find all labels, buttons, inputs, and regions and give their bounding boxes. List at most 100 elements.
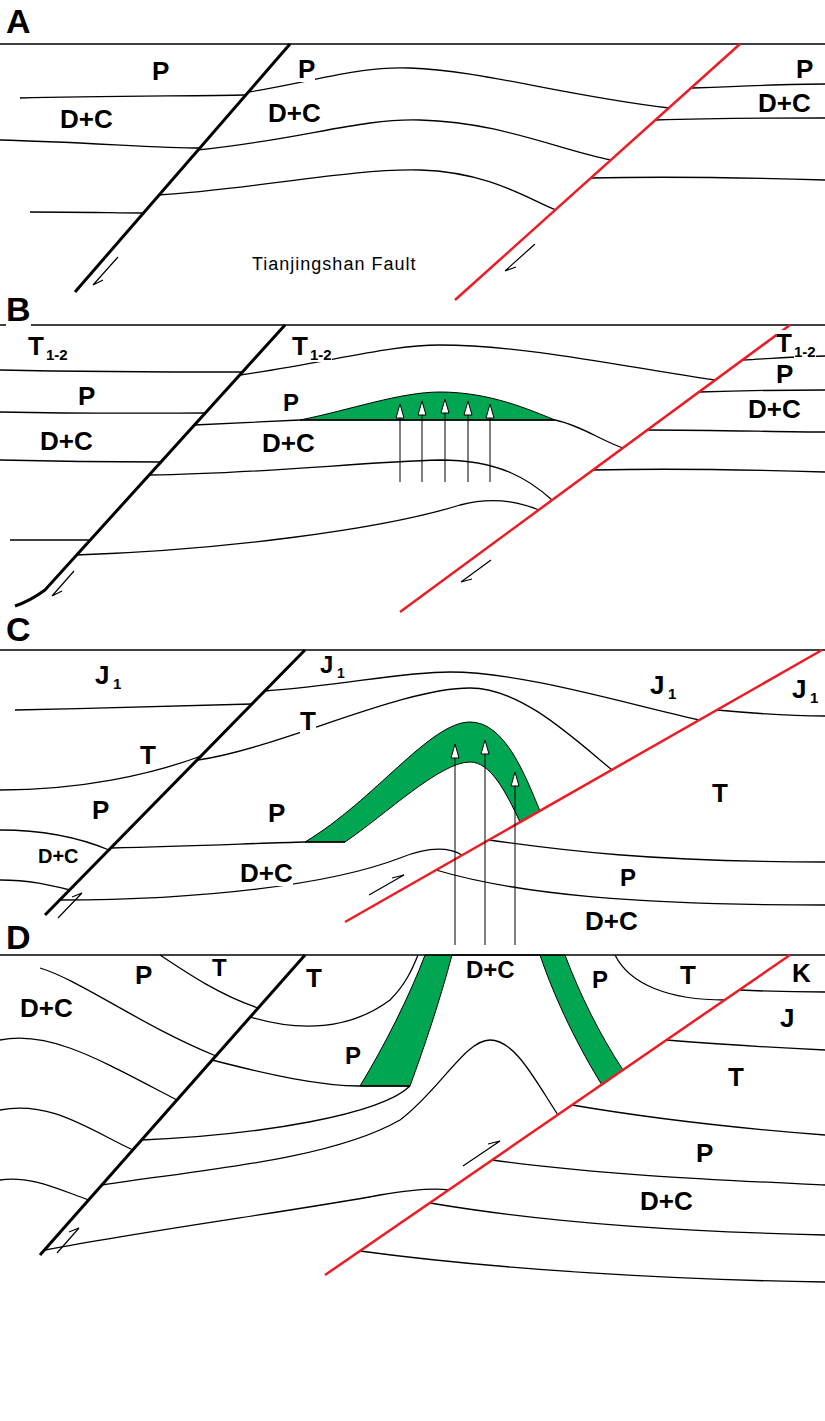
horizon-line xyxy=(111,842,345,848)
stratum-label: P xyxy=(345,1044,361,1068)
stratum-subscript: 1-2 xyxy=(794,344,816,359)
stratum-label: D+C xyxy=(38,846,79,866)
stratum-label: P xyxy=(696,1140,713,1166)
stratum-label: T xyxy=(300,708,316,734)
stratum-label: D+C xyxy=(60,106,113,132)
stratum-label: P xyxy=(796,56,813,82)
migration-arrow-shaft xyxy=(515,785,516,945)
horizon-line xyxy=(0,1179,89,1200)
stratum-label: D+C xyxy=(758,90,811,116)
stratum-label: T xyxy=(306,965,322,991)
stratum-label: T xyxy=(292,333,308,359)
migration-arrow-head xyxy=(481,740,489,754)
horizon-line xyxy=(590,177,825,180)
horizon-line xyxy=(615,955,725,1000)
horizon-group xyxy=(0,68,825,1282)
ground-surface xyxy=(0,954,825,956)
migration-arrow-head xyxy=(418,401,426,415)
migration-arrow-shaft xyxy=(455,757,456,945)
horizon-line xyxy=(212,1060,410,1086)
slip-arrow xyxy=(463,1141,500,1166)
tianjingshan-fault-line xyxy=(345,650,822,922)
slip-arrow xyxy=(58,893,82,918)
horizon-line xyxy=(739,990,825,992)
stratum-label: P xyxy=(298,56,315,82)
horizon-line xyxy=(699,390,825,392)
horizon-line xyxy=(158,170,556,210)
horizon-line xyxy=(492,1160,825,1185)
horizon-line xyxy=(430,1203,825,1235)
stratum-label: D+C xyxy=(262,430,315,456)
stratum-label: T xyxy=(140,742,156,768)
panel-letter: B xyxy=(6,292,31,326)
horizon-line xyxy=(102,1040,558,1185)
green-layer xyxy=(305,722,540,842)
horizon-line xyxy=(593,469,825,472)
green-layer xyxy=(360,955,623,1086)
fault-name: Tianjingshan Fault xyxy=(252,255,416,273)
horizon-line xyxy=(45,1189,449,1250)
stratum-subscript: 1 xyxy=(337,666,345,680)
stratum-label: D+C xyxy=(466,958,515,982)
ground-surface xyxy=(0,324,825,326)
fault-line xyxy=(15,325,285,606)
horizon-line xyxy=(30,212,142,213)
stratum-subscript: 1 xyxy=(113,676,121,691)
stratum-label: T xyxy=(776,330,792,356)
stratum-label: D+C xyxy=(268,100,321,126)
migration-arrow-shaft xyxy=(490,417,491,482)
migration-arrow-head xyxy=(451,744,459,758)
horizon-line xyxy=(572,1105,825,1135)
horizon-line xyxy=(717,710,825,716)
stratum-label: P xyxy=(592,968,608,992)
stratum-label: J xyxy=(650,672,664,698)
horizon-line xyxy=(666,1040,825,1050)
migration-arrow-head xyxy=(396,404,404,418)
horizon-line xyxy=(0,1108,133,1150)
stratum-label: P xyxy=(620,866,636,890)
stratum-subscript: 1-2 xyxy=(46,347,68,362)
migration-arrow-shaft xyxy=(468,414,469,482)
tianjingshan-fault-line xyxy=(400,325,790,612)
horizon-line xyxy=(198,688,612,770)
stratum-label: J xyxy=(780,1005,794,1031)
migration-arrow-shaft xyxy=(400,417,401,482)
stratum-label: P xyxy=(92,797,109,823)
ground-surface-group xyxy=(0,44,825,955)
stratum-label: T xyxy=(728,1064,744,1090)
panel-letter: D xyxy=(6,920,31,954)
stratum-label: T xyxy=(680,962,696,988)
tianjingshan-fault-line xyxy=(325,955,790,1275)
horizon-line xyxy=(0,370,242,372)
stratum-subscript: 1-2 xyxy=(310,347,332,362)
horizon-line xyxy=(60,849,462,900)
stratum-label: P xyxy=(78,383,95,409)
horizon-line xyxy=(10,539,90,540)
stratum-label: D+C xyxy=(585,908,638,934)
tianjingshan-fault-line xyxy=(455,44,740,300)
horizon-line xyxy=(0,140,199,148)
stratum-label: P xyxy=(776,361,793,387)
horizon-line xyxy=(160,955,258,1008)
slip-arrow xyxy=(461,560,491,582)
migration-arrow-head xyxy=(511,772,519,786)
horizon-line xyxy=(647,430,825,432)
stratum-label: J xyxy=(95,662,109,688)
slip-arrow-group xyxy=(52,244,535,1253)
stratum-label: D+C xyxy=(640,1188,693,1214)
stratum-label: P xyxy=(268,800,285,826)
fault-line xyxy=(40,955,305,1255)
fault-line xyxy=(45,650,305,915)
migration-arrow-head xyxy=(464,401,472,415)
ground-surface xyxy=(0,649,825,651)
stratum-label: P xyxy=(152,58,169,84)
stratum-label: D+C xyxy=(748,396,801,422)
slip-arrow xyxy=(52,571,74,596)
stratum-label: T xyxy=(212,956,227,980)
horizon-line xyxy=(692,84,825,88)
stratum-label: D+C xyxy=(40,428,93,454)
migration-arrow-head xyxy=(441,399,449,413)
slip-arrow xyxy=(93,257,118,285)
migration-arrow-shaft xyxy=(422,414,423,482)
